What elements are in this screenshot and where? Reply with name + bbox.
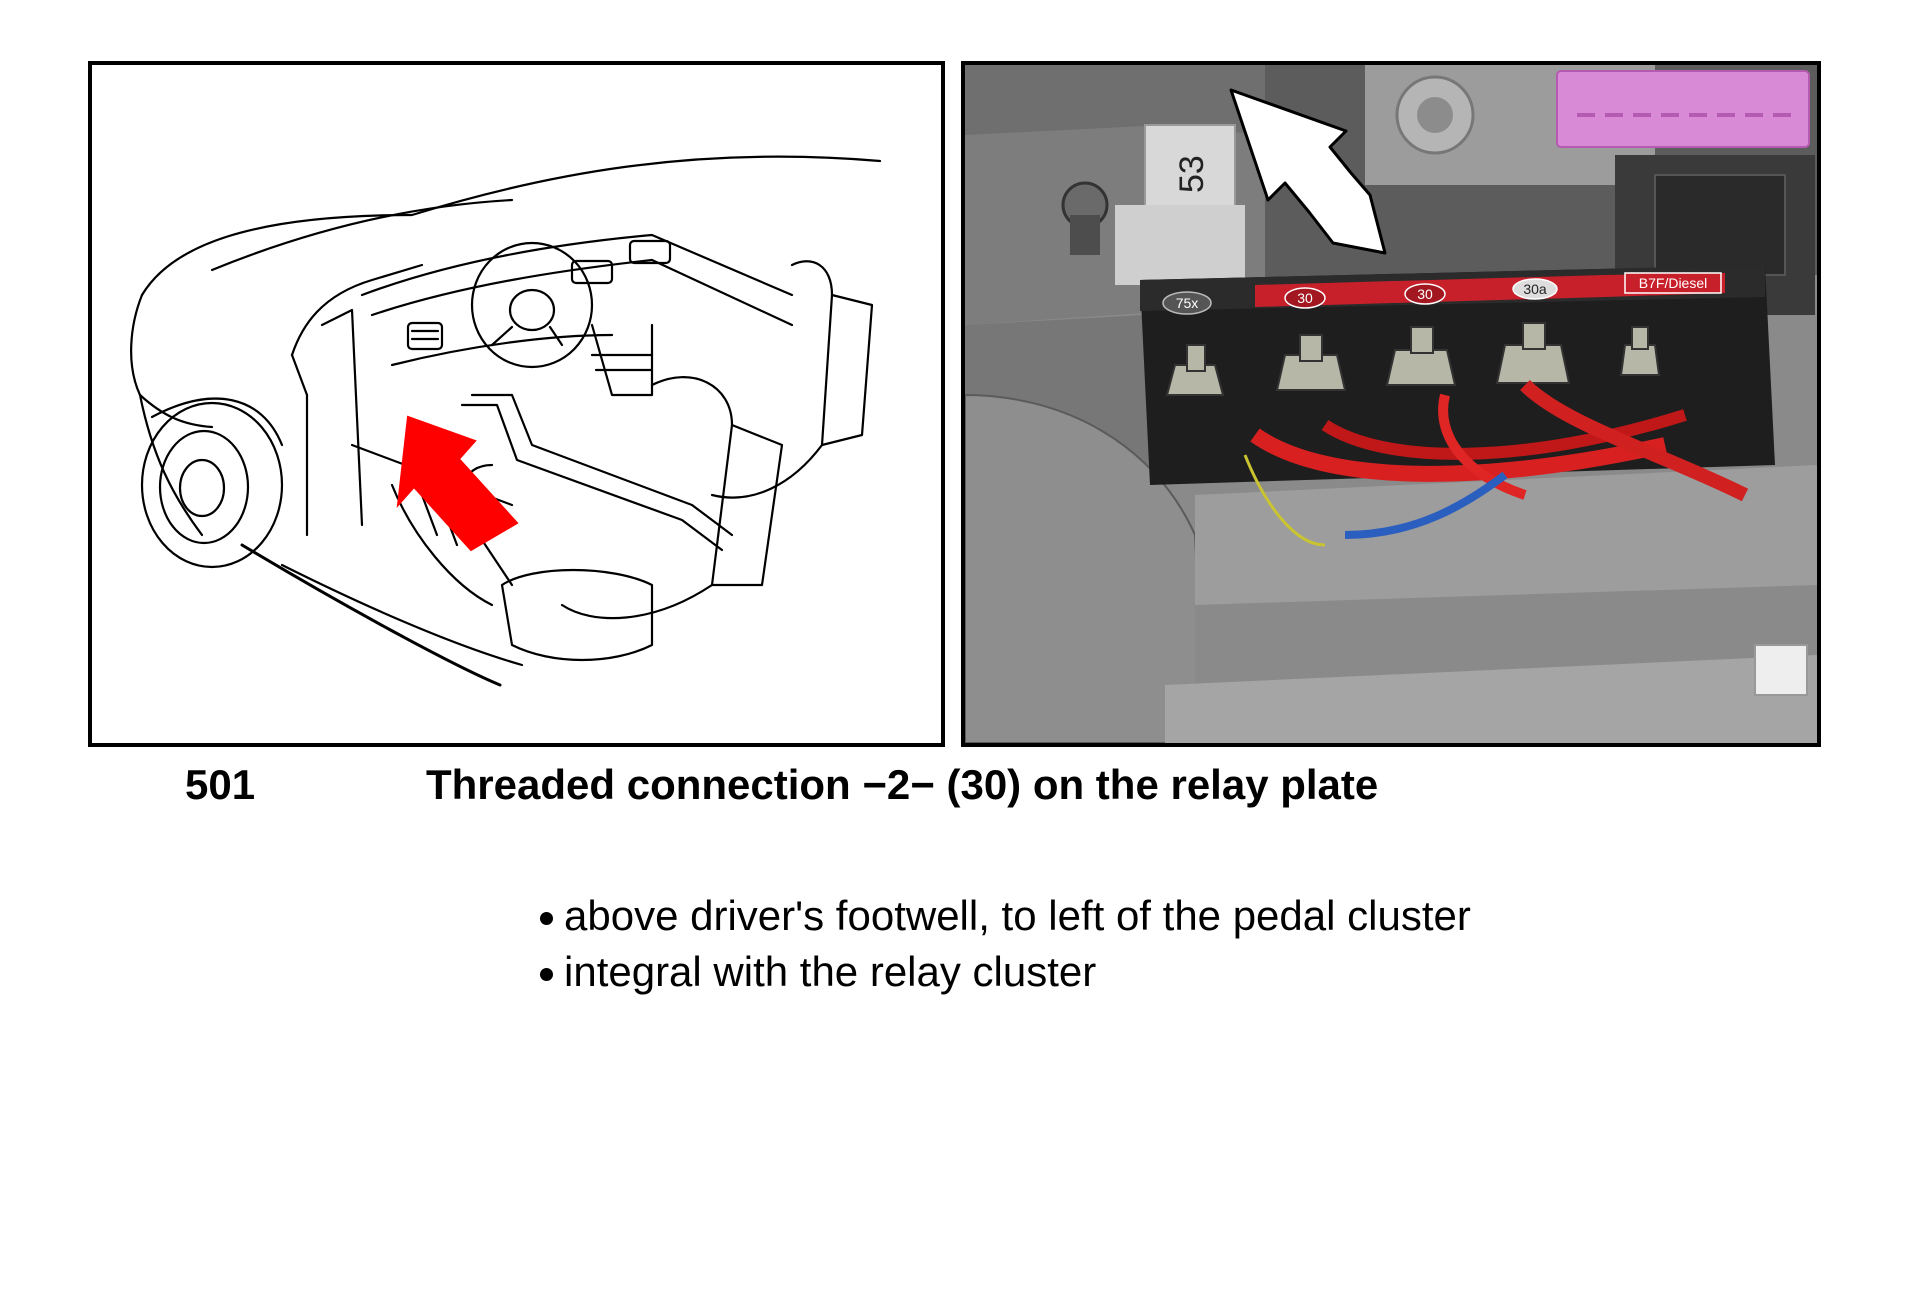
relay-plate-scene: 53 75x 30 30 30a B7F/Diesel [965, 65, 1817, 743]
bullet-icon [540, 911, 553, 925]
note-text: integral with the relay cluster [564, 948, 1097, 995]
plate-label-30-a: 30 [1297, 290, 1313, 306]
plate-label-30a: 30a [1523, 281, 1547, 297]
list-item: integral with the relay cluster [540, 944, 1471, 1000]
relay-number: 53 [1173, 155, 1211, 193]
figure-title: Threaded connection −2− (30) on the rela… [426, 761, 1379, 808]
plate-label-30-b: 30 [1417, 286, 1433, 302]
white-arrow-icon [1229, 88, 1387, 255]
relay-plate: 75x 30 30 30a B7F/Diesel [1140, 265, 1775, 547]
car-interior-illustration [88, 61, 945, 747]
list-item: above driver's footwell, to left of the … [540, 888, 1471, 944]
car-line-drawing [130, 155, 882, 687]
red-arrow-icon [396, 415, 519, 552]
figure-number: 501 [185, 761, 256, 808]
note-text: above driver's footwell, to left of the … [564, 892, 1471, 939]
plate-label-75x: 75x [1176, 295, 1199, 311]
plate-label-b7f-diesel: B7F/Diesel [1639, 275, 1707, 291]
relay-plate-photo: 53 75x 30 30 30a B7F/Diesel [961, 61, 1821, 747]
pink-connector [1556, 70, 1810, 148]
relay-53: 53 [1115, 124, 1245, 286]
bullet-icon [540, 967, 553, 981]
notes-list: above driver's footwell, to left of the … [540, 888, 1471, 1000]
